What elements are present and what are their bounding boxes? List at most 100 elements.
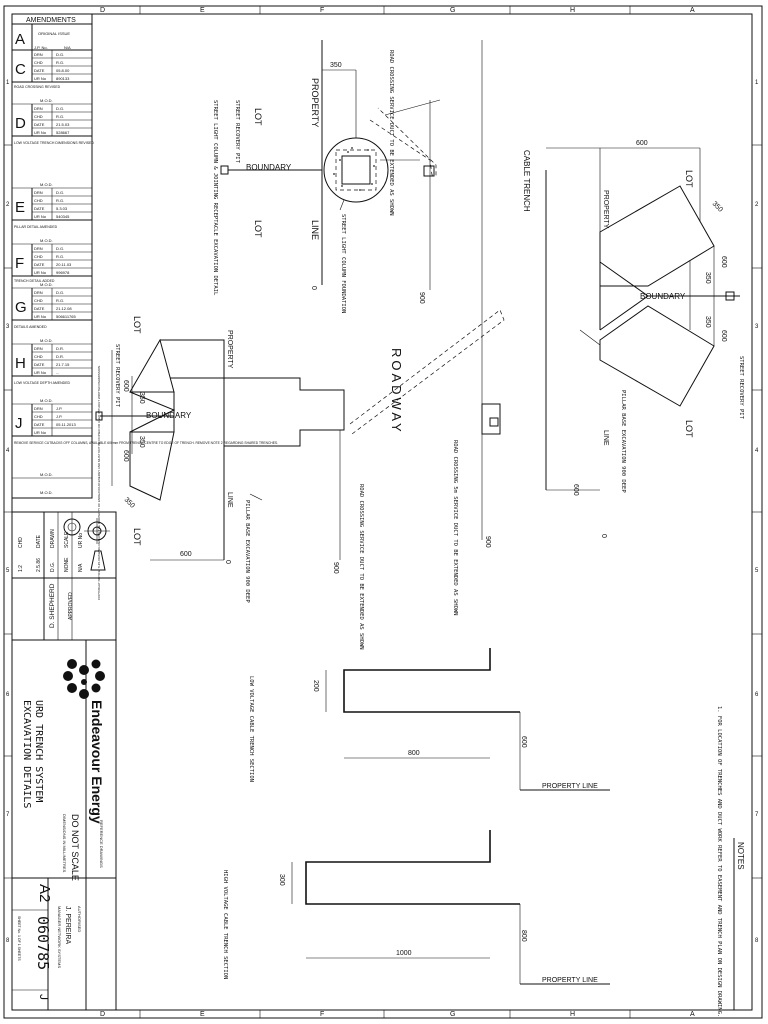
dim-800-hv: 800 xyxy=(520,930,527,942)
dim-900-c: 900 xyxy=(332,562,339,574)
col-label: G xyxy=(450,7,455,14)
label-boundary-left: BOUNDARY xyxy=(146,411,192,420)
ur-value: N/A xyxy=(78,563,84,572)
orig-value: 1:2 xyxy=(18,565,24,572)
manager-label: MANAGER NETWORK SYSTEMS xyxy=(57,906,62,968)
row-label: 4 xyxy=(755,448,759,454)
annotation-hv-section: HIGH VOLTAGE CABLE TRENCH SECTION xyxy=(222,870,228,979)
approved-label: APPROVED xyxy=(68,592,74,620)
sheet-border-outer xyxy=(3,5,763,1019)
pillar-detail-left: 600 350 350 600 350 BOUNDARY PROPERTY LI… xyxy=(95,316,345,603)
company-logo: Endeavour Energy xyxy=(63,659,105,824)
authorised-label: AUTHORISED xyxy=(77,906,82,932)
drawing-title-line2: EXCAVATION DETAILS xyxy=(21,700,32,808)
amend-row-j: J DRN CHD DATE UR No J.P. J.P. 05.11.201… xyxy=(12,404,278,495)
field-label: DATE xyxy=(34,122,45,127)
drawing-title-line1: URD TRENCH SYSTEM xyxy=(33,700,44,802)
field-label: DRN xyxy=(34,190,43,195)
row-label: 1 xyxy=(6,80,10,86)
field-label: UR No xyxy=(34,214,47,219)
mod-label: M.O.D. xyxy=(40,98,53,103)
dim-350-diag: 350 xyxy=(123,496,136,509)
field-label: DRN xyxy=(34,106,43,111)
col-label: D xyxy=(100,1011,105,1018)
label-line-top: LINE xyxy=(310,220,320,240)
field-value: 5.3.03 xyxy=(56,206,68,211)
dim-800: 800 xyxy=(408,750,420,757)
service-pit-marker xyxy=(220,165,229,175)
dim-0-b: 0 xyxy=(600,534,607,538)
row-label: 3 xyxy=(6,324,10,330)
label-property-left: PROPERTY xyxy=(226,330,233,369)
row-label: 3 xyxy=(755,324,759,330)
annotation-road-crossing-2: ROAD CROSSING 5m SERVICE DUCT TO BE EXTE… xyxy=(452,440,458,616)
label-lot: LOT xyxy=(132,528,142,546)
mod-label: M.O.D. xyxy=(40,182,53,187)
row-label: 6 xyxy=(6,692,10,698)
field-value: J.P. xyxy=(56,406,62,411)
amend-note: ROAD CROSSING REVISED xyxy=(14,85,61,89)
dim-600: 600 xyxy=(720,256,727,268)
scale-label: SCALE xyxy=(64,531,70,548)
frame-ticks xyxy=(4,6,762,1018)
dim-600: 600 xyxy=(720,330,727,342)
label-lot: LOT xyxy=(253,108,263,126)
field-value: ... xyxy=(56,370,59,375)
dim-600: 600 xyxy=(572,484,579,496)
field-label: DRN xyxy=(34,246,43,251)
amend-letter: G xyxy=(15,299,27,316)
field-value: 05.8.00 xyxy=(56,68,70,73)
label-lot: LOT xyxy=(253,220,263,238)
reference-drawings-label: REFERENCE DRAWINGS xyxy=(99,820,104,868)
label-roadway: ROADWAY xyxy=(389,348,404,435)
field-label: DATE xyxy=(34,362,45,367)
amendment-letter: J xyxy=(37,994,51,1000)
amend-hdr: J.P. No. xyxy=(34,45,48,50)
field-value: R.G. xyxy=(56,254,64,259)
amend-note: DETAILS AMENDED xyxy=(14,325,47,329)
amend-note: LOW VOLTAGE DEPTH AMENDED xyxy=(14,381,71,385)
field-value: 05.11.2013 xyxy=(56,422,76,427)
row-label: 7 xyxy=(755,812,759,818)
field-value: 540345 xyxy=(56,214,70,219)
field-value: D.R. xyxy=(56,354,64,359)
label-property-line-hv: PROPERTY LINE xyxy=(542,977,598,984)
authorised-name: J. PEREIRA xyxy=(64,906,71,944)
field-label: CHD xyxy=(34,298,43,303)
field-value: D.G. xyxy=(56,246,64,251)
field-label: DRN xyxy=(34,52,43,57)
row-label: 2 xyxy=(6,202,10,208)
label-line-left: LINE xyxy=(226,492,233,508)
field-label: UR No xyxy=(34,270,47,275)
col-label: F xyxy=(320,7,324,14)
title-block: CHD DATE DRAWN SCALE D.G. 2.5.86 NONE 1:… xyxy=(11,365,117,1011)
label-lot: LOT xyxy=(132,316,142,334)
field-value: R.G. xyxy=(56,298,64,303)
col-label: E xyxy=(200,1011,205,1018)
annotation-street-pit-left: STREET RECOVERY PIT xyxy=(114,344,120,408)
amend-row-c: C DRN CHD DATE UR No D.G. R.G. 05.8.00 8… xyxy=(12,50,92,105)
row-label: 5 xyxy=(6,568,10,574)
amend-letter: H xyxy=(15,355,26,372)
sheet-border-inner xyxy=(11,13,753,1011)
field-label: CHD xyxy=(34,60,43,65)
amend-note: PILLAR DETAIL AMENDED xyxy=(14,225,58,229)
field-label: DATE xyxy=(34,306,45,311)
amend-row-e: E DRN CHD DATE UR No D.G. R.G. 5.3.03 54… xyxy=(12,188,92,245)
checked-name: D. SHEPHERD xyxy=(49,583,56,628)
dim-200: 200 xyxy=(312,680,319,692)
mod-label: M.O.D. xyxy=(40,490,53,495)
field-value: 21.5.03 xyxy=(56,122,70,127)
annotation-street-recovery: STREET RECOVERY PIT xyxy=(234,100,240,164)
row-label: 7 xyxy=(6,812,10,818)
annotation-street-pit-right: STREET RECOVERY PIT xyxy=(738,356,744,420)
drawing-number: 060785 xyxy=(34,916,52,970)
dim-0-a: 0 xyxy=(310,286,317,290)
roadway: ROADWAY 900 ROAD CROSSING 5m SERVICE DUC… xyxy=(349,40,505,650)
dim-600-right: 600 xyxy=(636,140,648,147)
amend-note-a: ORIGINAL ISSUE xyxy=(38,31,70,36)
col-label: F xyxy=(320,1011,324,1018)
projection-symbol xyxy=(63,518,110,571)
company-name: Endeavour Energy xyxy=(89,700,105,824)
row-label: 4 xyxy=(6,448,10,454)
